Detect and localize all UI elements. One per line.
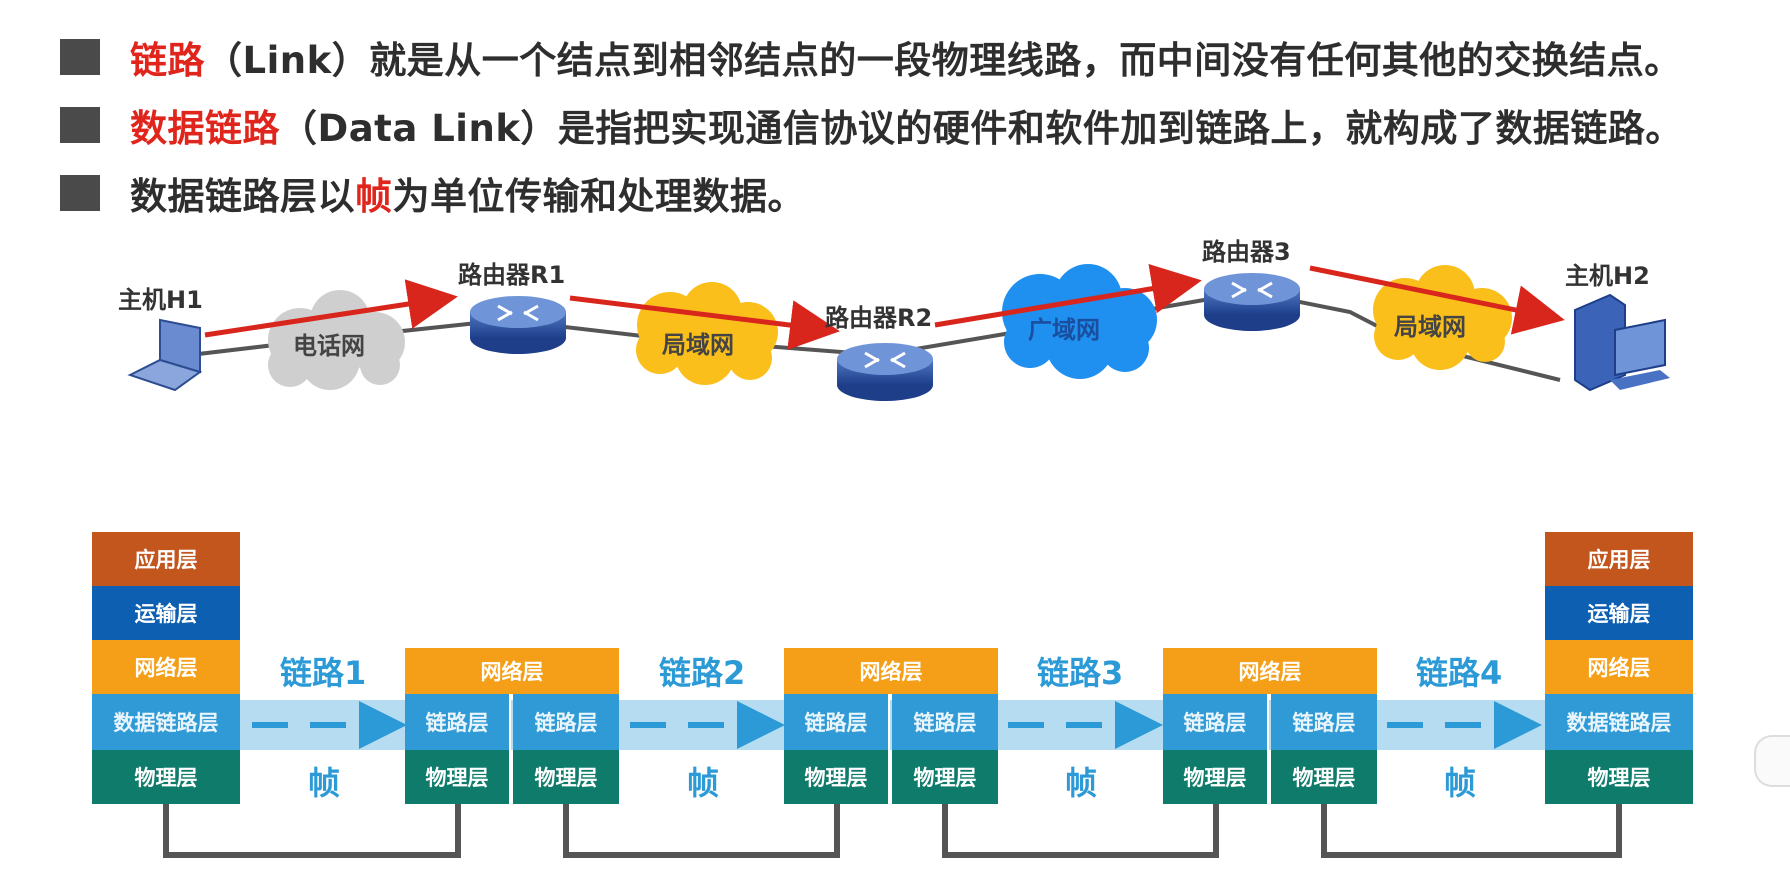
link-4-label: 链路4 — [1416, 654, 1503, 692]
frame-unit-pre: 数据链路层以 — [130, 175, 355, 218]
r3-physical-layer-left: 物理层 — [1163, 750, 1269, 804]
bullet-square-icon — [60, 39, 100, 75]
bullet-datalink-definition: 数据链路（Data Link）是指把实现通信协议的硬件和软件加到链路上，就构成了… — [60, 98, 1683, 152]
h1-network-layer: 网络层 — [92, 640, 240, 694]
frame-label-4: 帧 — [1444, 764, 1477, 802]
term-link: 链路 — [130, 39, 205, 82]
h2-datalink-layer: 数据链路层 — [1545, 694, 1693, 750]
router-r1-label: 路由器R1 — [458, 261, 566, 289]
side-play-button[interactable] — [1754, 735, 1790, 787]
h2-network-layer: 网络层 — [1545, 640, 1693, 694]
cloud-telephone-icon — [268, 290, 405, 390]
r3-physical-layer-right: 物理层 — [1271, 750, 1377, 804]
frame-label-1: 帧 — [308, 764, 341, 802]
r3-link-layer-right: 链路层 — [1271, 694, 1377, 750]
r1-link-layer-left: 链路层 — [405, 694, 511, 750]
h1-transport-layer: 运输层 — [92, 586, 240, 640]
cloud-wan-label: 广域网 — [1028, 316, 1100, 344]
bullet-square-icon — [60, 107, 100, 143]
cloud-telephone-label: 电话网 — [293, 332, 365, 360]
r2-physical-layer-left: 物理层 — [784, 750, 890, 804]
r1-link-layer-right: 链路层 — [513, 694, 619, 750]
router-r3-label: 路由器3 — [1202, 238, 1291, 266]
r3-network-layer: 网络层 — [1163, 648, 1377, 694]
r2-network-layer: 网络层 — [784, 648, 998, 694]
h1-physical-layer: 物理层 — [92, 750, 240, 804]
h2-transport-layer: 运输层 — [1545, 586, 1693, 640]
router-r2-icon — [837, 343, 933, 401]
r1-network-layer: 网络层 — [405, 648, 619, 694]
r1-physical-layer-left: 物理层 — [405, 750, 511, 804]
r2-link-layer-right: 链路层 — [892, 694, 998, 750]
frame-flow-arrows — [252, 701, 1542, 749]
r2-link-layer-left: 链路层 — [784, 694, 890, 750]
network-topology-graphic — [127, 263, 1670, 401]
link-1-label: 链路1 — [280, 654, 367, 692]
cloud-wan-icon — [1002, 264, 1157, 379]
h1-datalink-layer: 数据链路层 — [92, 694, 240, 750]
link-3-label: 链路3 — [1037, 654, 1124, 692]
desktop-computer-icon — [1574, 293, 1670, 392]
link-2-label: 链路2 — [659, 654, 746, 692]
data-flow-arrows — [204, 263, 1565, 350]
link-definition-text: （Link）就是从一个结点到相邻结点的一段物理线路，而中间没有任何其他的交换结点… — [205, 39, 1682, 82]
cloud-lan1-label: 局域网 — [662, 331, 734, 359]
network-topology: 主机H1 路由器R1 路由器R2 路由器3 主机H2 电话网 局域网 广域网 局… — [0, 238, 1790, 480]
bullet-frame-unit: 数据链路层以帧为单位传输和处理数据。 — [60, 166, 805, 220]
r2-physical-layer-right: 物理层 — [892, 750, 998, 804]
frame-label-3: 帧 — [1065, 764, 1098, 802]
r1-physical-layer-right: 物理层 — [513, 750, 619, 804]
datalink-definition-text: （Data Link）是指把实现通信协议的硬件和软件加到链路上，就构成了数据链路… — [280, 107, 1683, 150]
h2-application-layer: 应用层 — [1545, 532, 1693, 586]
frame-label-2: 帧 — [687, 764, 720, 802]
bullet-square-icon — [60, 175, 100, 211]
frame-unit-rest: 为单位传输和处理数据。 — [392, 175, 805, 218]
bullet-link-definition: 链路（Link）就是从一个结点到相邻结点的一段物理线路，而中间没有任何其他的交换… — [60, 30, 1682, 84]
h1-application-layer: 应用层 — [92, 532, 240, 586]
host-h2-label: 主机H2 — [1565, 262, 1650, 290]
term-frame: 帧 — [355, 175, 393, 218]
laptop-icon — [127, 318, 203, 392]
cloud-lan2-icon — [1373, 265, 1512, 370]
router-r3-icon — [1204, 273, 1300, 331]
router-r1-icon — [470, 296, 566, 354]
h2-physical-layer: 物理层 — [1545, 750, 1693, 804]
term-data-link: 数据链路 — [130, 107, 280, 150]
router-r2-label: 路由器R2 — [825, 304, 933, 332]
cloud-lan2-label: 局域网 — [1394, 313, 1466, 341]
host-h1-label: 主机H1 — [118, 286, 203, 314]
r3-link-layer-left: 链路层 — [1163, 694, 1269, 750]
